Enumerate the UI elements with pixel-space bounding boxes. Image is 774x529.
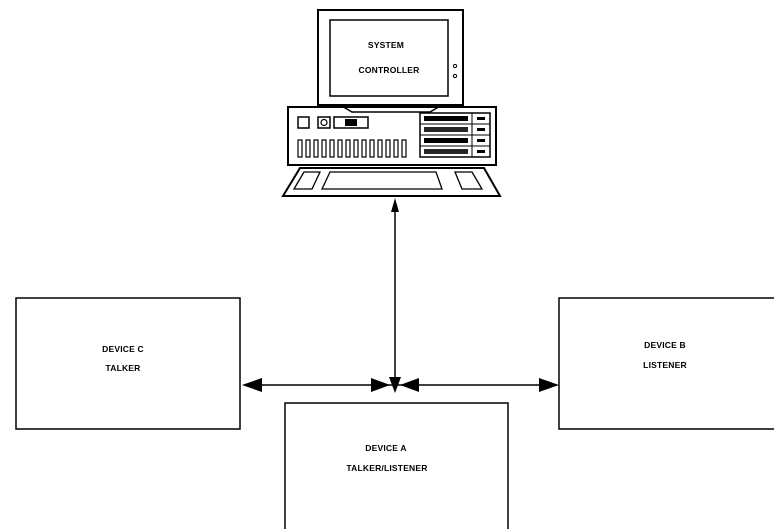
device-b-box: DEVICE B LISTENER (558, 297, 774, 430)
controller-label-line2: CONTROLLER (358, 65, 419, 75)
arrow-up-icon (391, 198, 399, 212)
controller-bus-link (389, 198, 401, 393)
monitor-stand (339, 104, 443, 113)
arrow-junction-right-icon (371, 378, 390, 392)
device-c-role: TALKER (105, 363, 140, 373)
controller-label-line1: SYSTEM (368, 40, 404, 50)
device-a-name: DEVICE A (365, 443, 406, 453)
monitor: SYSTEM CONTROLLER (317, 9, 464, 106)
drive-slot-icon (333, 116, 369, 129)
device-b-name: DEVICE B (644, 340, 686, 350)
power-button-icon (297, 116, 310, 129)
device-a-role: TALKER/LISTENER (346, 463, 427, 473)
arrow-junction-left-icon (400, 378, 419, 392)
arrow-left-icon (242, 378, 262, 392)
arrow-right-icon (539, 378, 559, 392)
device-b-role: LISTENER (643, 360, 687, 370)
keyboard-icon (281, 167, 502, 197)
drive-bays-icon (419, 112, 491, 158)
device-a-box: DEVICE A TALKER/LISTENER (284, 402, 509, 529)
system-controller-computer: SYSTEM CONTROLLER (281, 9, 502, 197)
horizontal-bus-link (242, 378, 559, 392)
device-c-name: DEVICE C (102, 344, 144, 354)
system-unit (287, 106, 497, 166)
device-c-box: DEVICE C TALKER (15, 297, 241, 430)
vent-slots-icon (297, 139, 407, 158)
